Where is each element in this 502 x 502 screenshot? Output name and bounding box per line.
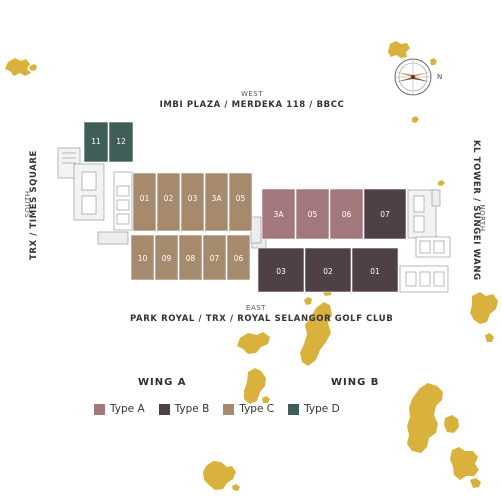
unit-label: 07 [380,210,390,219]
tree-cluster [444,415,459,433]
tree-cluster [485,333,494,342]
unit-label: 06 [342,210,352,219]
tree-cluster [470,292,498,324]
unit-label: 02 [323,267,333,276]
tree-canopy-group [5,41,498,491]
unit-block-wing-b-upper-type-a-1[interactable] [295,188,330,240]
unit-block-wing-a-upper-type-c-4[interactable] [228,172,253,232]
tree-cluster [430,58,437,65]
tree-cluster [5,58,31,76]
legend-item-type-a: Type A [94,403,145,415]
tree-cluster [304,297,312,305]
unit-label: 03 [276,267,286,276]
unit-block-wing-a-lower-type-c-0[interactable] [130,234,155,281]
legend-swatch-type-c [223,403,235,415]
unit-block-wing-b-lower-type-b-0[interactable] [257,247,305,293]
tree-cluster [232,484,240,491]
legend-item-type-b: Type B [158,403,210,415]
legend-label-type-a: Type A [110,403,145,415]
wing-b-title: WING B [331,377,380,388]
tree-cluster [203,461,236,490]
unit-block-wing-a-lower-type-c-3[interactable] [202,234,227,281]
tree-cluster [237,332,270,354]
compass-north-letter: N [437,73,443,81]
east-heading: EAST [246,304,266,312]
legend-label-type-c: Type C [239,403,275,415]
tree-cluster [470,478,481,488]
unit-block-wing-b-lower-type-b-2[interactable] [351,247,399,293]
unit-label: 3A [212,194,223,203]
unit-label: 05 [236,194,246,203]
legend-item-type-c: Type C [223,403,274,415]
unit-label: 3A [274,210,285,219]
tree-cluster [300,302,332,366]
unit-block-wing-a-type-d-1[interactable] [108,121,134,163]
tree-cluster [388,41,410,58]
unit-block-wing-a-upper-type-c-2[interactable] [180,172,205,232]
unit-block-wing-b-lower-type-b-1[interactable] [304,247,352,293]
west-landmarks: IMBI PLAZA / MERDEKA 118 / BBCC [159,100,345,110]
unit-block-wing-b-upper-type-a-0[interactable] [261,188,296,240]
unit-label: 05 [308,210,318,219]
wing-a-title: WING A [138,377,187,388]
legend-swatch-type-a [94,403,105,415]
legend-swatch-type-b [158,403,170,415]
south-landmarks: TRX / TIMES SQUARE [29,150,39,260]
tree-cluster [407,383,443,453]
unit-block-wing-a-lower-type-c-4[interactable] [226,234,251,281]
unit-block-wing-a-upper-type-c-1[interactable] [156,172,181,232]
circulation-outline [57,147,451,293]
north-landmarks: KL TOWER / SUNGEI WANG [471,140,481,281]
units-layer: 11 12 01 02 03 3A 05 10 09 08 07 06 3A 05 06 07 03 02 01 [83,121,407,293]
unit-label: 01 [140,194,150,203]
tree-cluster [450,447,479,480]
tree-cluster [29,64,37,71]
unit-block-wing-a-upper-type-c-0[interactable] [132,172,157,232]
unit-block-wing-b-upper-type-b-0[interactable] [363,188,407,240]
unit-label: 03 [188,194,198,203]
legend-label-type-d: Type D [304,403,340,415]
tree-cluster [438,180,445,186]
unit-label: 11 [91,137,101,146]
unit-block-wing-a-lower-type-c-2[interactable] [178,234,203,281]
unit-label: 10 [138,254,148,263]
legend-item-type-d: Type D [288,403,340,415]
unit-label: 01 [370,267,380,276]
unit-label: 06 [234,254,244,263]
compass-icon [394,58,432,96]
tree-cluster [412,116,419,123]
legend-swatch-type-d [288,403,300,415]
tree-cluster [244,368,266,404]
tree-cluster [262,396,270,403]
unit-label: 02 [164,194,174,203]
unit-label: 07 [210,254,220,263]
unit-block-wing-a-type-d-0[interactable] [83,121,109,163]
unit-label: 12 [116,137,126,146]
west-heading: WEST [240,90,264,98]
east-landmarks: PARK ROYAL / TRX / ROYAL SELANGOR GOLF C… [130,314,394,324]
unit-type-legend: Type A Type B Type C Type D [94,403,340,415]
unit-block-wing-b-upper-type-a-2[interactable] [329,188,364,240]
unit-block-wing-a-lower-type-c-1[interactable] [154,234,179,281]
unit-block-wing-a-upper-type-c-3[interactable] [204,172,229,232]
unit-label: 09 [162,254,172,263]
unit-label: 08 [186,254,196,263]
legend-label-type-b: Type B [174,403,210,415]
